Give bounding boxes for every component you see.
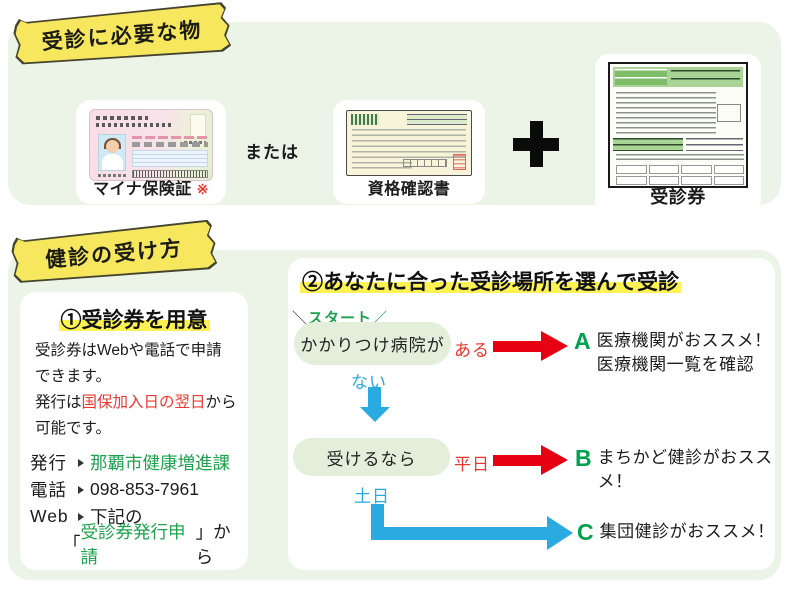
arrow-shaft xyxy=(493,454,541,466)
result-text: 集団健診がおススメ！ xyxy=(599,522,775,541)
result-c: C 集団健診がおススメ！ xyxy=(577,520,775,544)
body-line: 受診券はWebや電話で申請 xyxy=(35,342,222,359)
contact-label: 発行 xyxy=(30,453,67,473)
contact-value: 下記の xyxy=(90,507,143,527)
card-address-field xyxy=(132,150,208,167)
person-torso xyxy=(102,154,123,170)
result-text: まちかど健診がおススメ！ xyxy=(597,448,773,491)
step1-heading: ①受診券を用意 xyxy=(20,304,248,334)
ticket-text-rows xyxy=(616,92,716,134)
myna-insurance-card-image xyxy=(89,109,213,181)
cert-header-left xyxy=(351,114,379,125)
result-letter: A xyxy=(574,328,591,354)
step1-box: ①受診券を用意 受診券はWebや電話で申請 できます。 発行は国保加入日の翌日か… xyxy=(20,292,248,570)
step1-heading-text: ①受診券を用意 xyxy=(58,309,210,332)
body-text: から xyxy=(205,394,237,411)
eligibility-certificate-image xyxy=(346,110,472,176)
result-letter: B xyxy=(575,445,592,471)
contact-row-issuer: 発行 那覇市健康増進課 xyxy=(30,449,245,476)
card-text-line xyxy=(96,116,148,120)
red-stamp xyxy=(453,154,466,170)
required-items-panel: マイナ保険証 ※ または 資格確認書 xyxy=(8,22,781,214)
result-letter: C xyxy=(577,519,594,545)
ticket-check-grid xyxy=(616,165,744,185)
eligibility-certificate-label: 資格確認書 xyxy=(367,181,451,198)
step2-heading: ②あなたに合った受診場所を選んで受診 xyxy=(300,266,681,296)
arrow-head xyxy=(541,331,568,361)
ticket-side-box xyxy=(717,104,741,122)
asterisk-note: ※ xyxy=(196,181,209,197)
bracket: 「 xyxy=(63,534,81,554)
cert-text-rows xyxy=(352,129,466,161)
person-face xyxy=(106,140,119,153)
eligibility-certificate-box: 資格確認書 xyxy=(333,100,485,204)
branch-label-yes: ある xyxy=(454,341,490,360)
flow-node-family-hospital: かかりつけ病院が xyxy=(294,322,451,365)
card-corner-field xyxy=(190,114,206,138)
consultation-ticket-box: 受診券 xyxy=(595,54,761,214)
card-barcode xyxy=(132,170,208,178)
myna-insurance-card-box: マイナ保険証 ※ xyxy=(76,100,226,204)
step2-heading-text: ②あなたに合った受診場所を選んで受診 xyxy=(300,271,681,294)
red-arrow-right-icon xyxy=(493,331,568,361)
body-text: 発行は xyxy=(35,394,82,411)
triangle-bullet-icon xyxy=(78,458,84,467)
cert-header-right xyxy=(407,114,467,125)
start-slash-left: ＼ xyxy=(292,310,309,327)
arrow-head xyxy=(359,407,390,422)
arrow-head xyxy=(547,516,573,550)
arrow-shaft xyxy=(368,387,381,407)
contact-row-phone: 電話 098-853-7961 xyxy=(30,476,245,503)
card-text-line xyxy=(98,174,128,177)
body-line: 発行は国保加入日の翌日から xyxy=(35,390,240,416)
body-line: 可能です。 xyxy=(35,420,111,437)
plus-icon xyxy=(513,121,559,167)
flow-node-when-to-take: 受けるなら xyxy=(293,438,450,476)
web-application-link-text: 受診券発行申請 xyxy=(80,521,186,567)
result-text: 医療機関がおススメ！ 医療機関一覧を確認 xyxy=(597,329,772,377)
bracket: 」から xyxy=(195,521,231,567)
step2-box: ②あなたに合った受診場所を選んで受診 ＼スタート／ かかりつけ病院が ある A … xyxy=(288,258,775,570)
contact-row-web: Web 下記の xyxy=(30,503,245,530)
ticket-mid-rows xyxy=(686,138,743,151)
or-text: または xyxy=(245,143,299,162)
card-text-line xyxy=(132,136,208,139)
branch-label-weekend: 土日 xyxy=(354,487,390,506)
result-b: B まちかど健診がおススメ！ xyxy=(575,446,775,494)
result-line1: 医療機関がおススメ！ xyxy=(596,331,772,350)
contact-row-web-link: 「受診券発行申請」から xyxy=(30,522,245,567)
ticket-header xyxy=(613,67,743,87)
blue-arrow-down-icon xyxy=(359,387,390,422)
cert-text-rows xyxy=(352,162,412,171)
highlighted-red-text: 国保加入日の翌日 xyxy=(81,394,206,411)
contact-list: 発行 那覇市健康増進課 電話 098-853-7961 Web 下記の 「受診券… xyxy=(30,449,245,567)
myna-card-label-text: マイナ保険証 xyxy=(93,181,192,198)
consultation-ticket-label: 受診券 xyxy=(650,187,706,207)
red-arrow-right-icon xyxy=(493,445,568,475)
contact-value: 那覇市健康増進課 xyxy=(90,453,230,473)
result-line2: 医療機関一覧を確認 xyxy=(596,355,755,374)
cert-code-boxes xyxy=(403,159,447,167)
arrow-head xyxy=(541,445,568,475)
ticket-mid-band xyxy=(613,138,683,151)
step1-body: 受診券はWebや電話で申請 できます。 発行は国保加入日の翌日から 可能です。 xyxy=(35,338,240,442)
consultation-ticket-image xyxy=(608,62,748,188)
contact-value: 098-853-7961 xyxy=(90,479,199,499)
triangle-bullet-icon xyxy=(78,485,84,494)
card-text-line xyxy=(96,123,172,127)
body-line: できます。 xyxy=(35,368,111,385)
card-text-line xyxy=(132,142,208,147)
contact-label: 電話 xyxy=(30,480,67,500)
portrait-photo xyxy=(98,134,126,171)
arrow-horizontal-shaft xyxy=(371,527,547,540)
contact-label: Web xyxy=(30,506,69,526)
result-a: A 医療機関がおススメ！ 医療機関一覧を確認 xyxy=(574,329,772,377)
branch-label-weekday: 平日 xyxy=(454,455,490,474)
triangle-bullet-icon xyxy=(78,512,84,521)
myna-card-label: マイナ保険証 ※ xyxy=(76,175,226,199)
arrow-shaft xyxy=(493,340,541,352)
ticket-text-rows xyxy=(616,154,744,162)
